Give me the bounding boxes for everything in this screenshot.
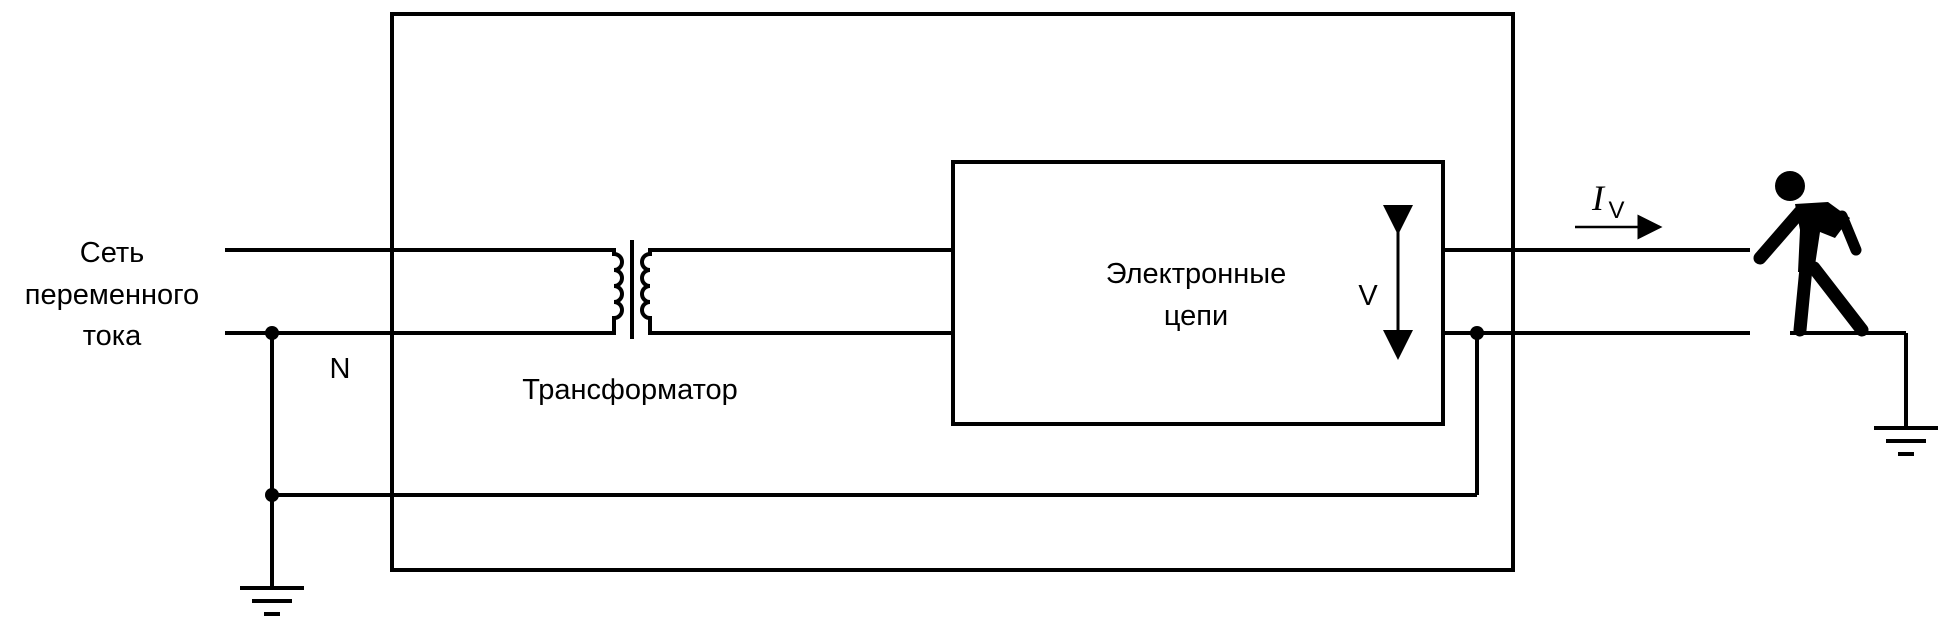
voltage-label: V — [1358, 280, 1378, 312]
junction-node-output — [1470, 326, 1484, 340]
equipment-enclosure — [390, 12, 1515, 572]
current-subscript: V — [1608, 197, 1624, 224]
electronic-circuits-block — [951, 160, 1445, 426]
person-figure-icon — [1753, 171, 1869, 337]
transformer-primary-coil — [612, 248, 624, 335]
mains-label-line3: тока — [83, 320, 142, 352]
junction-node-bonding — [265, 488, 279, 502]
electronics-label-line2: цепи — [1164, 300, 1228, 332]
junction-node-neutral — [265, 326, 279, 340]
mains-label-line2: переменного — [25, 279, 199, 311]
earth-ground-symbol-right — [1874, 426, 1938, 456]
current-label: I V — [1591, 178, 1624, 224]
mains-label-line1: Сеть — [80, 237, 145, 269]
transformer-secondary-coil — [640, 248, 652, 335]
transformer-label: Трансформатор — [522, 374, 738, 406]
neutral-label: N — [330, 353, 351, 385]
electronics-label-line1: Электронные — [1106, 258, 1287, 290]
current-symbol: I — [1591, 178, 1606, 218]
earth-ground-symbol-left — [240, 586, 304, 616]
